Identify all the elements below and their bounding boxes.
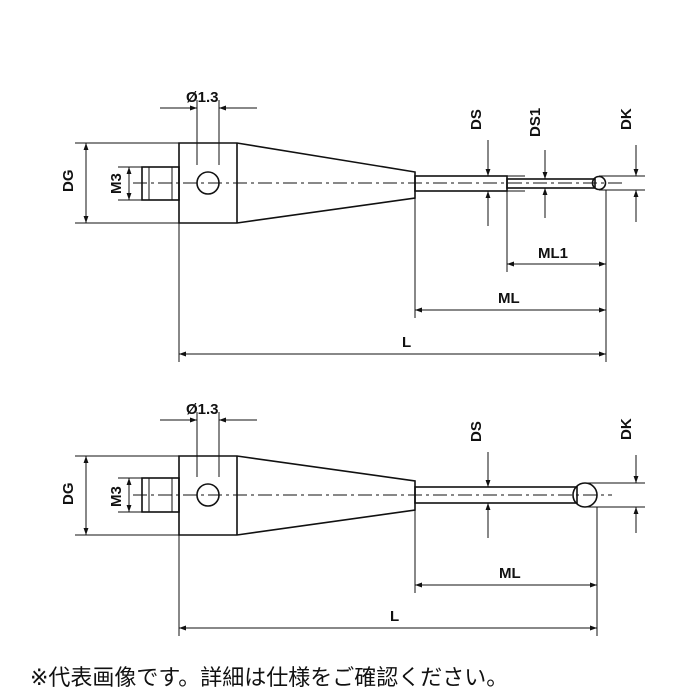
- thread-stud: [141, 166, 180, 201]
- label-l: L: [402, 334, 411, 351]
- label-m3: M3: [108, 486, 125, 507]
- label-ml: ML: [499, 565, 521, 582]
- label-ds: DS: [468, 421, 485, 442]
- label-hole-diameter: Ø1.3: [186, 89, 219, 106]
- stylus-drawing-bottom: [133, 455, 612, 536]
- label-dk: DK: [618, 418, 635, 440]
- label-l: L: [390, 608, 399, 625]
- stylus-body: [178, 455, 416, 536]
- label-hole-diameter: Ø1.3: [186, 401, 219, 418]
- label-ds: DS: [468, 109, 485, 130]
- label-dg: DG: [60, 483, 77, 506]
- stem-ds: [414, 175, 508, 192]
- label-ds1: DS1: [527, 108, 544, 137]
- representative-image-note: ※代表画像です。詳細は仕様をご確認ください。: [30, 666, 509, 691]
- label-ml: ML: [498, 290, 520, 307]
- label-m3: M3: [108, 173, 125, 194]
- stem-ds1: [506, 178, 596, 189]
- label-dg: DG: [60, 170, 77, 193]
- label-dk: DK: [618, 108, 635, 130]
- stylus-drawing-top: [133, 142, 625, 224]
- label-ml1: ML1: [538, 245, 568, 262]
